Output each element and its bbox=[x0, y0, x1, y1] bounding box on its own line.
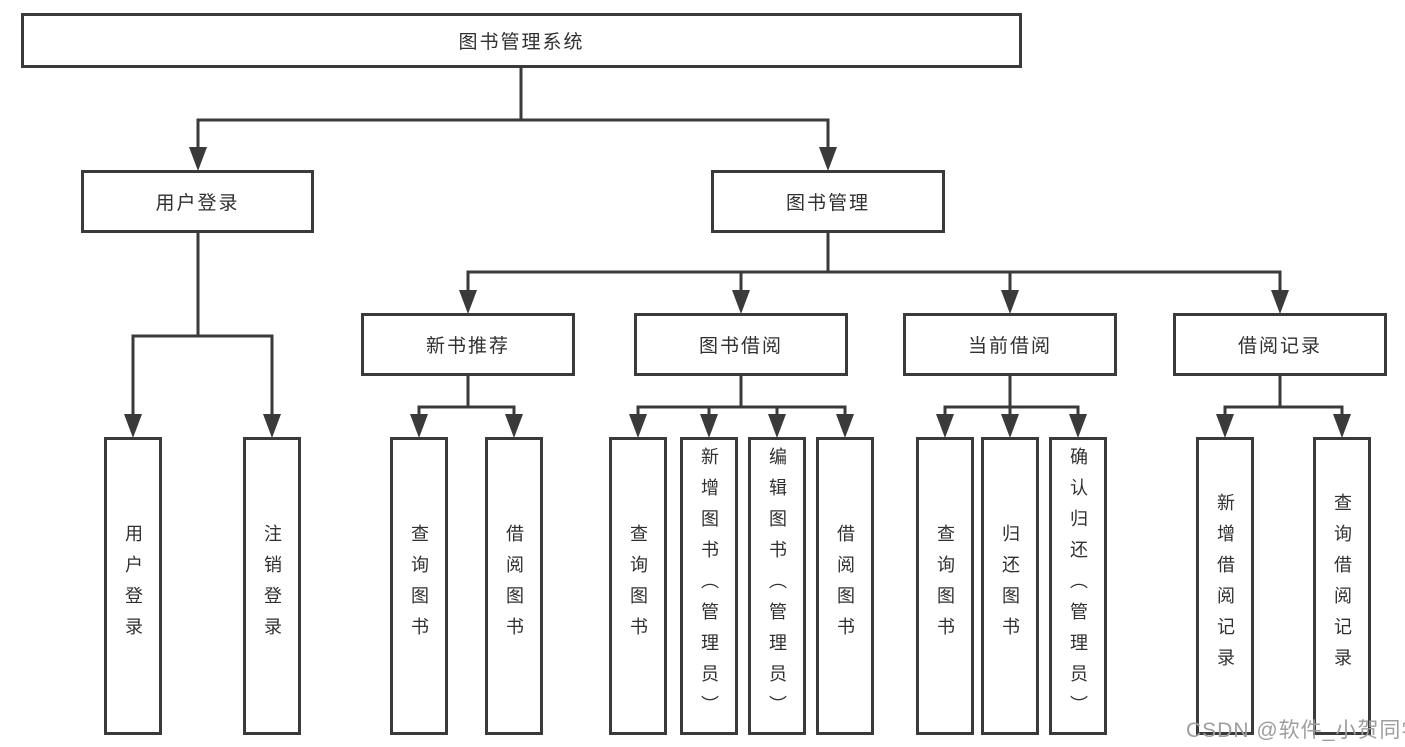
node-label: 借阅图书 bbox=[835, 524, 855, 648]
node-user-login: 用户登录 bbox=[81, 170, 314, 233]
leaf-logout: 注销登录 bbox=[243, 437, 301, 735]
node-label: 借阅图书 bbox=[504, 524, 524, 648]
csdn-watermark: CSDN @软件_小贺同学 bbox=[1186, 719, 1405, 742]
leaf-query-borrow-record: 查询借阅记录 bbox=[1313, 437, 1371, 735]
node-label: 当前借阅 bbox=[967, 336, 1052, 357]
node-label: 查询图书 bbox=[935, 524, 955, 648]
node-library-management-system: 图书管理系统 bbox=[21, 13, 1022, 68]
node-label: 查询借阅记录 bbox=[1332, 493, 1352, 679]
leaf-return-books: 归还图书 bbox=[981, 437, 1039, 735]
node-book-borrowing: 图书借阅 bbox=[634, 313, 848, 376]
node-label: 归还图书 bbox=[1000, 524, 1020, 648]
node-label: 编辑图书（管理员） bbox=[767, 446, 787, 726]
node-label: 注销登录 bbox=[262, 524, 282, 648]
node-book-management: 图书管理 bbox=[711, 170, 945, 233]
leaf-query-books-current: 查询图书 bbox=[916, 437, 974, 735]
leaf-add-borrow-record: 新增借阅记录 bbox=[1196, 437, 1254, 735]
connector-book-management-branch bbox=[466, 233, 1282, 309]
leaf-query-books-recommend: 查询图书 bbox=[390, 437, 448, 735]
connector-root-to-level2 bbox=[196, 68, 830, 166]
node-label: 图书借阅 bbox=[698, 336, 783, 357]
node-label: 查询图书 bbox=[409, 524, 429, 648]
node-label: 图书管理 bbox=[785, 193, 870, 214]
connector-borrow-record-branch bbox=[1223, 376, 1344, 433]
arrowheads bbox=[124, 147, 1351, 438]
leaf-edit-book-admin: 编辑图书（管理员） bbox=[748, 437, 806, 735]
node-label: 查询图书 bbox=[628, 524, 648, 648]
node-label: 借阅记录 bbox=[1237, 336, 1322, 357]
node-label: 确认归还（管理员） bbox=[1068, 446, 1088, 726]
node-label: 新增图书（管理员） bbox=[699, 446, 719, 726]
leaf-add-book-admin: 新增图书（管理员） bbox=[680, 437, 738, 735]
leaf-query-books-borrow: 查询图书 bbox=[609, 437, 667, 735]
node-label: 新增借阅记录 bbox=[1215, 493, 1235, 679]
node-new-book-recommendation: 新书推荐 bbox=[361, 313, 575, 376]
leaf-confirm-return-admin: 确认归还（管理员） bbox=[1049, 437, 1107, 735]
leaf-user-login: 用户登录 bbox=[104, 437, 162, 735]
connector-user-login-branch bbox=[131, 233, 274, 433]
leaf-borrow-books-recommend: 借阅图书 bbox=[485, 437, 543, 735]
connector-book-borrow-branch bbox=[636, 376, 847, 433]
node-borrowing-records: 借阅记录 bbox=[1173, 313, 1387, 376]
node-label: 图书管理系统 bbox=[458, 32, 585, 53]
connector-new-book-branch bbox=[417, 376, 516, 433]
node-current-borrowing: 当前借阅 bbox=[903, 313, 1117, 376]
node-label: 用户登录 bbox=[123, 524, 143, 648]
node-label: 新书推荐 bbox=[425, 336, 510, 357]
leaf-borrow-books: 借阅图书 bbox=[816, 437, 874, 735]
node-label: 用户登录 bbox=[155, 193, 240, 214]
